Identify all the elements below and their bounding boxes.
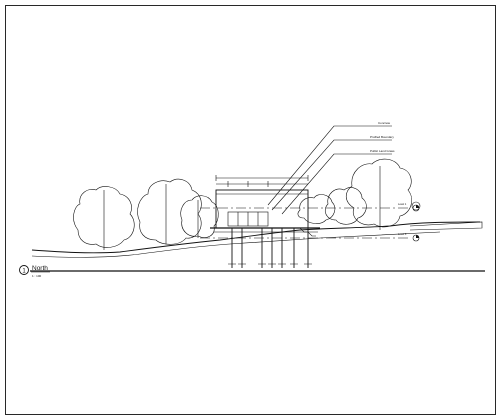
callout-profiled-boundary: Profiled Boundary [370,135,394,139]
leader-concrete [267,125,392,206]
small-shrub [411,201,421,211]
level-label-lower: Level 0 [398,232,407,236]
dimension-line-second [216,181,308,187]
public-land-edge [409,221,483,231]
building-elevation [210,189,320,268]
trees-left [73,178,219,250]
tree-5-canopy [324,187,367,225]
callout-leaders: Concrete Profiled Boundary Public Land G… [267,121,395,215]
tree-3-canopy [180,195,219,238]
leader-public-land-grass [281,153,392,215]
trees-right [297,158,421,230]
dimension-strings [215,175,309,187]
building-piles [231,228,309,268]
sheet-border [5,5,496,415]
level-marker-lower-fill [416,235,419,238]
view-number: 1 [22,269,26,275]
view-title-block: 1 North 1 : 100 [19,265,50,278]
level-marker-upper-fill [416,205,419,208]
view-scale: 1 : 100 [32,274,42,278]
building-upper-volume [215,189,309,229]
building-window-mullions [237,212,259,226]
level-lines: Level 1 Level 0 [200,202,420,242]
callout-concrete: Concrete [378,121,391,125]
ground-profile [30,221,485,272]
callout-public-land-grass: Public Land Grass [370,149,395,153]
natural-ground-line [31,221,481,254]
tree-4-canopy [345,158,412,228]
tree-1-canopy [73,186,135,248]
ground-line-lower [31,231,441,258]
view-title: North [32,265,48,272]
leader-profiled-boundary [271,139,392,211]
level-label-upper: Level 1 [398,202,407,206]
tree-6-canopy [297,194,336,224]
tree-2-canopy [137,178,202,245]
view-number-bubble [19,265,29,275]
dimension-line-top [215,175,309,181]
